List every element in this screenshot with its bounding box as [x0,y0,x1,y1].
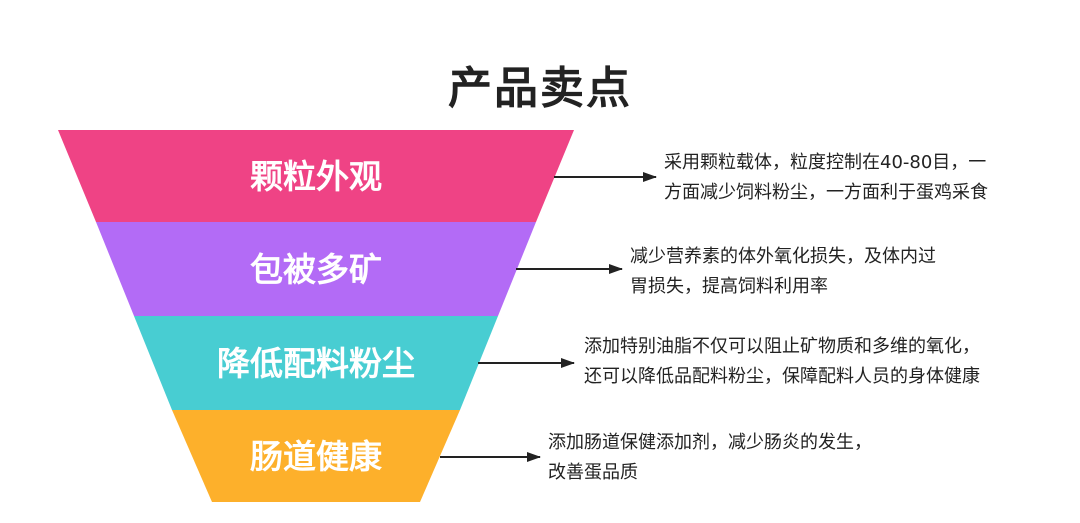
stage-4-description: 添加肠道保健添加剂，减少肠炎的发生， 改善蛋品质 [548,428,872,488]
funnel-stage-4 [172,410,460,502]
funnel-stage-1 [58,130,574,222]
stage-4-description-line-1: 添加肠道保健添加剂，减少肠炎的发生， [548,432,872,453]
stage-2-description-line-2: 胃损失，提高饲料利用率 [630,276,828,297]
funnel-stage-2-label: 包被多矿 [250,250,382,289]
stage-4-description-line-2: 改善蛋品质 [548,462,638,483]
stage-3-description: 添加特别油脂不仅可以阻止矿物质和多维的氧化， 还可以降低品配料粉尘，保障配料人员… [584,332,980,392]
stage-1-description: 采用颗粒载体，粒度控制在40-80目，一 方面减少饲料粉尘，一方面利于蛋鸡采食 [664,148,988,208]
funnel-stage-2 [96,222,536,316]
stage-3-description-line-1: 添加特别油脂不仅可以阻止矿物质和多维的氧化， [584,336,980,357]
stage-1-description-line-2: 方面减少饲料粉尘，一方面利于蛋鸡采食 [664,182,988,203]
stage-1-description-line-1: 采用颗粒载体，粒度控制在40-80目，一 [664,152,987,173]
page-title: 产品卖点 [448,63,632,114]
stage-3-description-line-2: 还可以降低品配料粉尘，保障配料人员的身体健康 [584,366,980,387]
stage-2-description: 减少营养素的体外氧化损失，及体内过 胃损失，提高饲料利用率 [630,242,936,302]
funnel-stage-4-label: 肠道健康 [250,437,383,476]
funnel-stage-1-label: 颗粒外观 [250,157,382,196]
funnel-stage-3 [134,316,498,410]
stage-2-description-line-1: 减少营养素的体外氧化损失，及体内过 [630,246,936,267]
funnel-stage-3-label: 降低配料粉尘 [217,344,415,383]
